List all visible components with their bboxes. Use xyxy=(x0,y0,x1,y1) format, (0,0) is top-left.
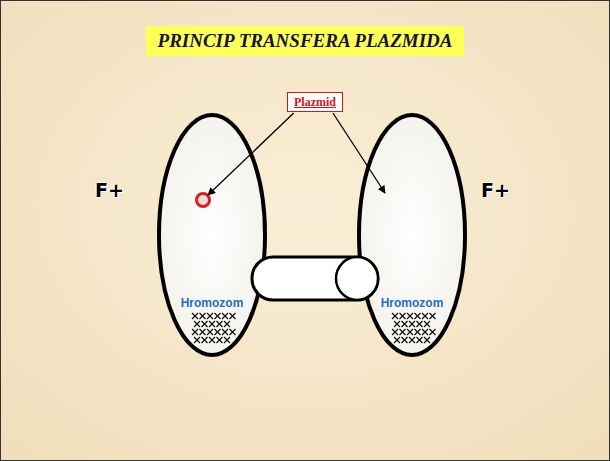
chromosome-pattern xyxy=(192,313,236,343)
plasmid-label: Plazmid xyxy=(294,95,336,109)
plasmid-ring xyxy=(197,194,210,207)
bacterial-cell: F+Hromozom xyxy=(357,113,467,357)
slide-title: PRINCIP TRANSFERA PLAZMIDA xyxy=(146,26,465,56)
cell-outline xyxy=(157,113,267,357)
chromosome-label: Hromozom xyxy=(357,296,467,310)
cell-type-label: F+ xyxy=(95,179,124,201)
cell-outline xyxy=(357,113,467,357)
chromosome-pattern xyxy=(392,313,436,343)
title-band: PRINCIP TRANSFERA PLAZMIDA xyxy=(146,26,465,56)
plasmid-label-box: Plazmid xyxy=(287,92,343,112)
cell-type-label: F+ xyxy=(481,179,510,201)
bacterial-cell: F+Hromozom xyxy=(157,113,267,357)
chromosome-label: Hromozom xyxy=(157,296,267,310)
